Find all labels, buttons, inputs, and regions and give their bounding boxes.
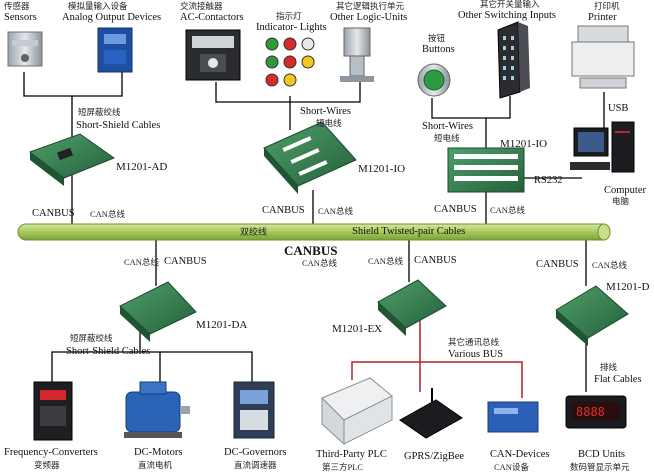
gprs-zigbee-label: GPRS/ZigBee xyxy=(404,451,465,462)
analog-label: Analog Output Devices xyxy=(62,12,162,23)
can-devices-image xyxy=(487,401,539,433)
buttons-label: Buttons xyxy=(422,44,455,55)
frequency-converters-label: Frequency-Converters xyxy=(4,447,98,458)
canbus-label-2: CANBUS xyxy=(262,205,305,216)
module-io2-label: M1201-IO xyxy=(500,138,548,150)
dc-governors-label: DC-Governors xyxy=(224,447,287,458)
bcd-units-image: 8888 xyxy=(565,395,627,429)
short-wires-label-zh: 短电线 xyxy=(316,118,342,128)
buttons-image xyxy=(417,63,451,97)
can-devices-label: CAN-Devices xyxy=(490,449,550,460)
canbus-title-zh: CAN总线 xyxy=(302,258,337,268)
ac-contactor-image xyxy=(185,29,241,81)
canbus-label-6-zh: CAN总线 xyxy=(592,260,627,270)
canbus-label-6: CANBUS xyxy=(536,259,579,270)
sensors-label: Sensors xyxy=(4,12,37,23)
canbus-label-5: CANBUS xyxy=(414,255,457,266)
canbus-label-3: CANBUS xyxy=(434,204,477,215)
contactors-label-zh: 交流接触器 xyxy=(180,1,223,11)
canbus-label-2-zh: CAN总线 xyxy=(318,206,353,216)
various-bus-label: Various BUS xyxy=(448,349,504,360)
analog-label-zh: 模拟量输入设备 xyxy=(68,1,128,11)
svg-text:8888: 8888 xyxy=(576,405,605,419)
module-d-board xyxy=(555,285,629,346)
various-bus-label-zh: 其它通讯总线 xyxy=(448,337,500,347)
computer-label-zh: 电脑 xyxy=(612,196,630,206)
switching-label-zh: 其它开关量输入 xyxy=(480,0,540,9)
canbus-label-1: CANBUS xyxy=(32,208,75,219)
bcd-units-label-zh: 数码管显示单元 xyxy=(570,462,630,472)
shield-cable-2-label-zh: 短屏蔽绞线 xyxy=(70,333,113,343)
sensors-image xyxy=(7,31,43,67)
logic-label-zh: 其它逻辑执行单元 xyxy=(336,1,405,11)
module-io2-board xyxy=(447,147,525,193)
switching-inputs-image xyxy=(497,21,530,99)
dc-governor-image xyxy=(233,381,275,439)
sensors-label-zh: 传感器 xyxy=(4,1,30,11)
can-devices-label-zh: CAN设备 xyxy=(494,462,529,472)
module-io1-label: M1201-IO xyxy=(358,163,406,175)
frequency-converters-label-zh: 变频器 xyxy=(34,460,60,470)
printer-label-zh: 打印机 xyxy=(594,1,620,11)
canbus-main-bus xyxy=(17,223,611,241)
red-bus-wires xyxy=(351,318,523,398)
short-wires-2-label: Short-Wires xyxy=(422,121,473,132)
bcd-units-label: BCD Units xyxy=(578,449,625,460)
third-party-plc-label-zh: 第三方PLC xyxy=(322,462,364,472)
module-ex-label: M1201-EX xyxy=(332,323,383,335)
switching-label: Other Switching Inputs xyxy=(458,10,556,21)
shield-cable-2-label: Short-Shield Cables xyxy=(66,346,151,357)
third-party-plc-label: Third-Party PLC xyxy=(316,449,387,460)
computer-image xyxy=(570,121,635,173)
frequency-converter-image xyxy=(33,381,73,441)
module-ad-label: M1201-AD xyxy=(116,161,168,173)
flat-cables-label-zh: 排线 xyxy=(600,362,618,372)
bus-label: Shield Twisted-pair Cables xyxy=(352,226,466,237)
flat-cables-label: Flat Cables xyxy=(594,374,642,385)
dc-motors-label-zh: 直流电机 xyxy=(138,460,173,470)
canbus-label-4-zh: CAN总线 xyxy=(124,257,159,267)
printer-image xyxy=(571,25,635,89)
third-party-plc-image xyxy=(321,377,393,446)
buttons-label-zh: 按钮 xyxy=(428,33,446,43)
indicator-label-zh: 指示灯 xyxy=(276,11,302,21)
logic-label: Other Logic-Units xyxy=(330,12,408,23)
usb-label: USB xyxy=(608,103,629,114)
dc-governors-label-zh: 直流调速器 xyxy=(234,460,277,470)
contactors-label: AC-Contactors xyxy=(180,12,244,23)
gprs-zigbee-image xyxy=(399,388,463,439)
module-ex-board xyxy=(377,279,447,336)
wires xyxy=(23,72,605,392)
rs232-label: RS232 xyxy=(534,175,563,186)
dc-motors-label: DC-Motors xyxy=(134,447,183,458)
canbus-label-3-zh: CAN总线 xyxy=(490,205,525,215)
module-da-board xyxy=(119,281,197,342)
module-ad-board xyxy=(28,133,116,186)
module-d-label: M1201-D xyxy=(606,281,650,293)
indicator-label: Indicator- Lights xyxy=(256,22,327,33)
analog-device-image xyxy=(97,27,133,73)
bus-label-zh: 双绞线 xyxy=(240,227,268,237)
canbus-label-4: CANBUS xyxy=(164,256,207,267)
printer-label: Printer xyxy=(588,12,617,23)
shield-cable-label: Short-Shield Cables xyxy=(76,120,161,131)
short-wires-2-label-zh: 短电线 xyxy=(434,133,460,143)
dc-motor-image xyxy=(124,381,190,438)
indicator-lights-image xyxy=(265,37,315,87)
module-io1-board xyxy=(263,121,357,194)
module-da-label: M1201-DA xyxy=(196,319,248,331)
canbus-title: CANBUS xyxy=(284,243,338,258)
computer-label: Computer xyxy=(604,185,646,196)
canbus-label-1-zh: CAN总线 xyxy=(90,209,125,219)
logic-units-image xyxy=(340,27,374,82)
shield-cable-label-zh: 短屏蔽绞线 xyxy=(78,107,121,117)
canbus-label-5-zh: CAN总线 xyxy=(368,256,403,266)
short-wires-label: Short-Wires xyxy=(300,106,351,117)
